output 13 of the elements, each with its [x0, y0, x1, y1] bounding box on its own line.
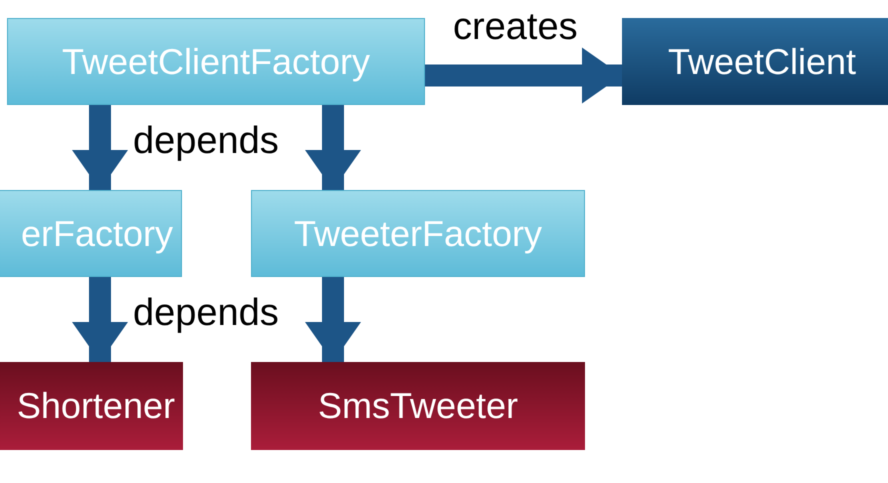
- relation-label: depends: [133, 292, 279, 335]
- class-name: SmsTweeter: [318, 385, 518, 427]
- class-name: TweeterFactory: [294, 212, 542, 254]
- class-name: erFactory: [20, 212, 173, 254]
- class-name: TweetClientFactory: [62, 40, 370, 82]
- edge-label: creates: [453, 6, 578, 48]
- relation-label: depends: [133, 120, 279, 163]
- class-name: Shortener: [16, 385, 175, 427]
- class-box: [622, 18, 888, 105]
- class-box: [251, 190, 585, 277]
- class-box: [251, 362, 585, 450]
- class-box: [7, 18, 425, 105]
- class-name: TweetClient: [668, 40, 856, 82]
